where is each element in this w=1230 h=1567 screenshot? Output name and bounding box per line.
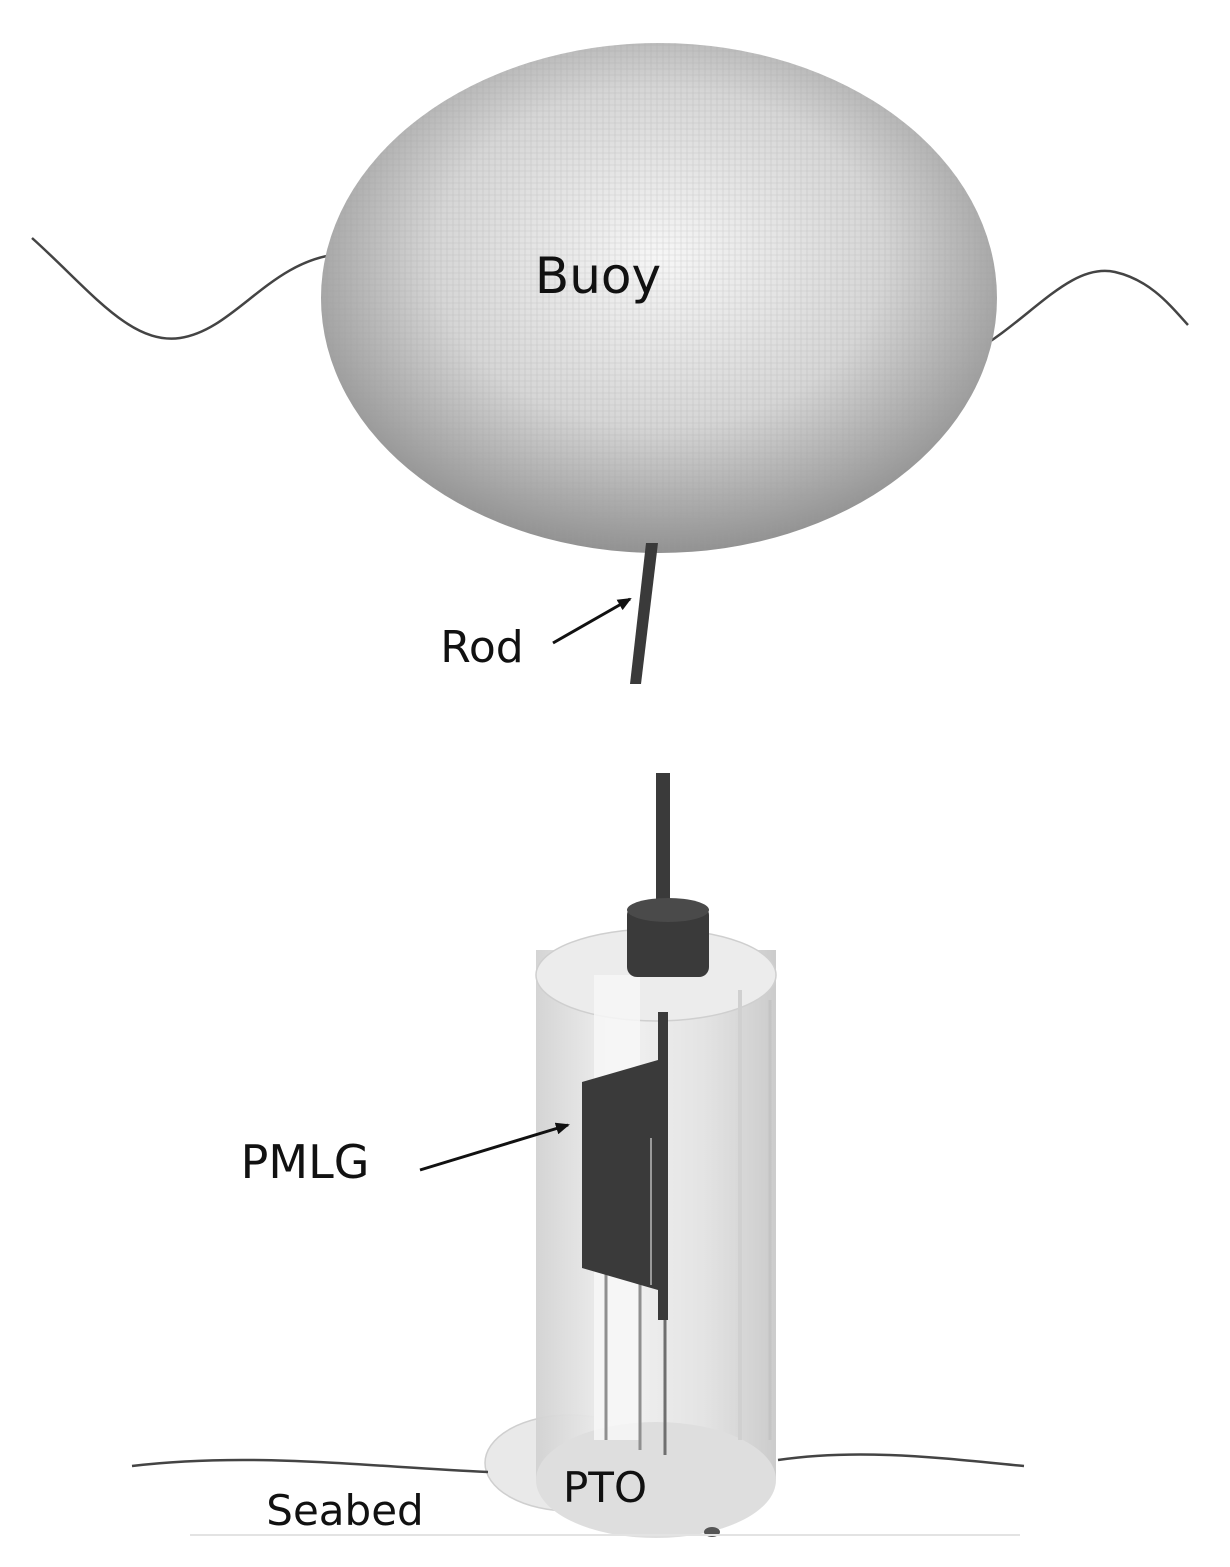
wave-line-right (972, 269, 1189, 354)
rod-arrow (552, 597, 632, 645)
pmlg-arrow (419, 1122, 570, 1172)
buoy-texture (321, 43, 997, 553)
rod-coupler-top (627, 898, 709, 922)
rod-upper (630, 543, 658, 684)
seabed-label: Seabed (266, 1486, 423, 1535)
seabed-line-right (777, 1453, 1025, 1468)
rod-label: Rod (440, 622, 523, 673)
rod-coupler (627, 905, 709, 977)
rod-lower (656, 773, 670, 913)
pmlg-label: PMLG (241, 1135, 370, 1189)
pto-cylinder-bottom (536, 1422, 776, 1538)
buoy (321, 43, 997, 553)
pto-label: PTO (563, 1463, 647, 1512)
buoy-label: Buoy (535, 247, 661, 305)
pto-housing (484, 898, 777, 1538)
pmlg-translator (582, 1012, 668, 1320)
seabed-line-left (131, 1458, 489, 1474)
wave-line-left (31, 237, 341, 340)
